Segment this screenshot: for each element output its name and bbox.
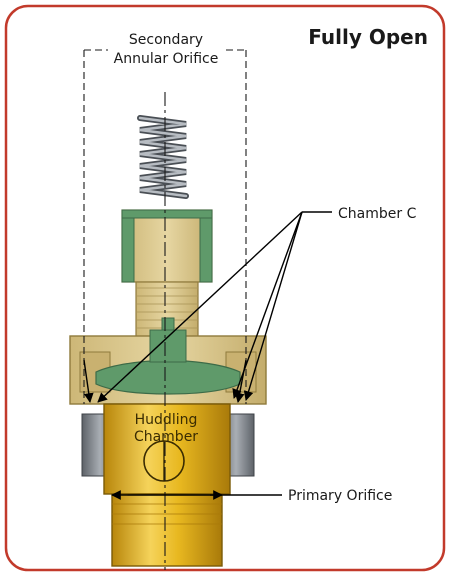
huddling-label-line2: Chamber [134, 429, 198, 445]
secondary-orifice-leaders [83, 49, 247, 404]
secondary-arrow-left [83, 359, 94, 403]
huddling-chamber-body [103, 403, 231, 567]
secondary-label-line2: Annular Orifice [114, 51, 219, 67]
primary-orifice-label: Primary Orifice [288, 488, 392, 504]
spring [137, 112, 189, 202]
upper-stem [121, 209, 213, 339]
huddling-label-line1: Huddling [135, 412, 198, 428]
secondary-label-line1: Secondary [129, 32, 203, 48]
diagram-title: Fully Open [308, 25, 428, 49]
chamber-c-leaders [97, 211, 332, 403]
chamber-c-label: Chamber C [338, 206, 417, 222]
